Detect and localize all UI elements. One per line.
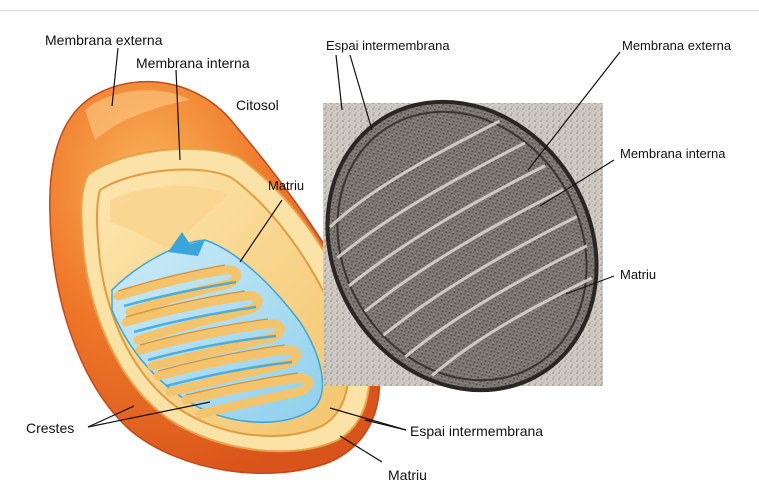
label-inner-membrane-left: Membrana interna <box>136 55 250 71</box>
label-outer-membrane-right: Membrana externa <box>622 38 731 54</box>
label-intermembrane-top: Espai intermembrana <box>326 38 450 54</box>
label-matrix-right: Matriu <box>620 267 656 283</box>
label-matrix-bottom: Matriu <box>388 467 427 483</box>
label-matrix-top: Matriu <box>268 178 304 194</box>
label-cytosol: Citosol <box>236 97 279 113</box>
electron-micrograph <box>274 51 650 441</box>
label-outer-membrane-left: Membrana externa <box>45 32 163 48</box>
label-inner-membrane-right: Membrana interna <box>620 146 726 162</box>
label-cristae: Crestes <box>26 420 74 436</box>
label-intermembrane-bottom: Espai intermembrana <box>410 423 543 439</box>
